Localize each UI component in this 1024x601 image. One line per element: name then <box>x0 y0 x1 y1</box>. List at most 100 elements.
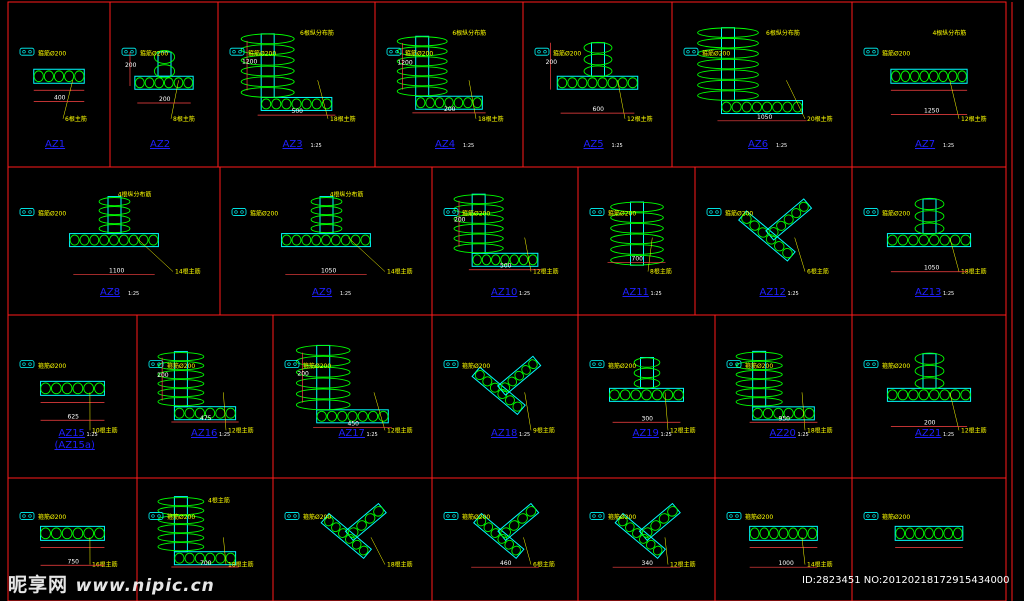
wall-segment <box>886 387 972 402</box>
rebar-bar <box>205 552 216 564</box>
rebar-bar <box>53 70 65 83</box>
scale-text: 1:25 <box>612 143 623 149</box>
rebar-bar <box>491 254 501 266</box>
rebar-bar <box>697 27 759 38</box>
stirrup-label: 箍筋Ø200 <box>248 50 276 58</box>
rotated-wall <box>473 512 525 560</box>
wall-segment <box>894 525 964 541</box>
rebar-bar <box>607 77 618 89</box>
main-bar-label: 16根主筋 <box>92 561 118 569</box>
rebar-bar <box>924 527 934 540</box>
detail-title: AZ5 <box>584 139 604 150</box>
stirrup-marker-icon <box>19 208 35 216</box>
rebar-dot-icon <box>151 514 155 518</box>
rebar-bar <box>61 382 73 395</box>
rebar-bar <box>783 214 794 225</box>
rebar-bar <box>153 64 176 79</box>
rebar-bar <box>157 497 205 507</box>
rebar-dot-icon <box>872 514 876 518</box>
stirrup-marker-icon <box>443 512 459 520</box>
rebar-bar <box>99 234 110 246</box>
rebar-dot-icon <box>692 50 696 54</box>
dimension-text: 200 <box>444 106 456 113</box>
rebar-bar <box>43 70 54 83</box>
distribution-bar-label: 6根纵分布筋 <box>300 29 334 37</box>
rebar-bar <box>330 234 341 246</box>
rebar-bar <box>914 527 925 540</box>
stirrup-marker-icon <box>589 360 605 369</box>
rebar-dot-icon <box>240 210 244 214</box>
rebar-bar <box>919 70 930 83</box>
rebar-bar <box>650 520 661 531</box>
main-bar-label: 18根主筋 <box>228 561 254 569</box>
rebar-bar <box>652 545 663 556</box>
rebar-bar <box>157 397 205 407</box>
rebar-bar <box>472 97 483 109</box>
rebar-bar <box>482 376 493 387</box>
detail-title: AZ19 <box>633 428 659 439</box>
rebar-bar <box>500 382 511 393</box>
rebar-bar <box>697 69 759 80</box>
rotated-wall <box>614 512 667 560</box>
rebar-bar <box>157 379 205 389</box>
rebar-bar <box>895 527 905 540</box>
rebar-bar <box>344 534 355 544</box>
rebar-dot-icon <box>234 210 238 214</box>
rebar-bar <box>184 407 195 419</box>
scale-text: 1:25 <box>943 291 954 297</box>
dimension-text: 950 <box>779 415 791 422</box>
stirrup-marker-icon <box>863 208 879 216</box>
rebar-bar <box>960 389 971 401</box>
stirrup-label: 箍筋Ø200 <box>38 50 66 58</box>
detail-title: AZ9 <box>312 287 332 298</box>
stirrup-marker-icon <box>229 47 245 56</box>
rebar-bar <box>61 527 73 540</box>
rebar-dot-icon <box>446 514 450 518</box>
rebar-bar <box>597 77 608 89</box>
rebar-bar <box>793 407 805 419</box>
rebar-bar <box>74 70 85 83</box>
rebar-bar <box>194 552 205 564</box>
rebar-bar <box>619 389 631 401</box>
rebar-bar <box>583 53 613 66</box>
detail-title: AZ3 <box>283 139 303 150</box>
rebar-bar <box>157 542 205 552</box>
rebar-bar <box>396 36 448 47</box>
rebar-bar <box>295 345 351 356</box>
rebar-bar <box>331 522 341 533</box>
main-bar-label: 14根主筋 <box>175 268 201 276</box>
rebar-bar <box>94 527 105 540</box>
main-bar-label: 10根主筋 <box>92 426 118 434</box>
rebar-bar <box>752 407 763 419</box>
leader-line <box>647 237 653 272</box>
rebar-bar <box>610 254 664 266</box>
rebar-bar <box>939 389 950 401</box>
rebar-dot-icon <box>872 210 876 214</box>
rebar-bar <box>157 352 205 362</box>
rebar-dot-icon <box>598 514 602 518</box>
rebar-bar <box>360 234 371 246</box>
rebar-bar <box>33 70 44 83</box>
rebar-bar <box>357 410 368 422</box>
rebar-dot-icon <box>22 514 26 518</box>
rebar-bar <box>157 533 205 543</box>
scale-text: 1:25 <box>651 291 662 297</box>
rebar-bar <box>735 379 783 389</box>
stirrup-marker-icon <box>443 360 459 369</box>
rebar-bar <box>240 44 295 55</box>
rebar-bar <box>463 97 473 109</box>
rebar-bar <box>721 101 732 113</box>
leader-line <box>523 537 532 565</box>
rebar-bar <box>908 389 919 401</box>
rebar-bar <box>316 410 327 422</box>
rebar-bar <box>731 101 742 113</box>
rebar-bar <box>610 222 664 234</box>
rebar-bar <box>281 234 292 246</box>
dimension-text: 200 <box>125 62 137 69</box>
rebar-bar <box>658 513 670 524</box>
